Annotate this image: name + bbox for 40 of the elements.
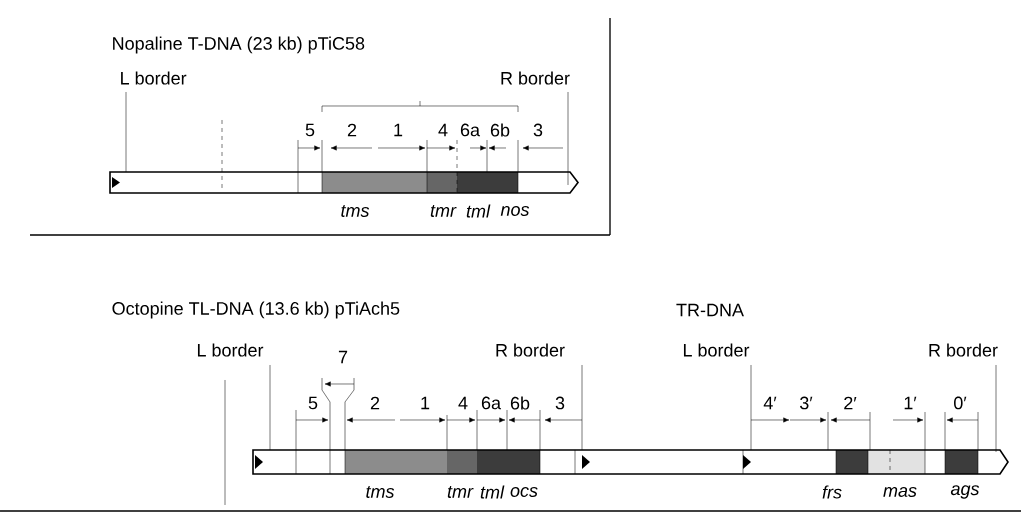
gene-name: ocs xyxy=(510,487,538,497)
gene-name: ags xyxy=(950,485,980,499)
gene-number: 2 xyxy=(347,123,357,137)
gene-number: 3′ xyxy=(800,396,813,410)
gene-name: nos xyxy=(500,206,530,216)
gene-name: mas xyxy=(883,487,917,497)
heading: Nopaline T-DNA (23 kb) pTiC58 xyxy=(113,36,365,54)
border-label: L border xyxy=(197,343,264,357)
gene-name: tml xyxy=(480,485,505,499)
gene-number: 2 xyxy=(370,396,380,410)
border-label: R border xyxy=(496,343,565,357)
gene-number: 3 xyxy=(533,123,543,137)
gene-number: 7 xyxy=(338,350,348,364)
gene-number: 1 xyxy=(421,396,430,410)
heading: Octopine TL-DNA (13.6 kb) pTiAch5 xyxy=(112,301,400,319)
border-label: L border xyxy=(121,71,187,85)
gene-number: 6b xyxy=(510,396,530,410)
gene-number: 6a xyxy=(481,396,501,410)
border-label: R border xyxy=(501,71,570,85)
gene-number: 6a xyxy=(460,123,480,137)
gene-name: frs xyxy=(822,485,842,499)
heading: TR-DNA xyxy=(676,303,744,317)
gene-number: 5 xyxy=(305,123,315,137)
gene-number: 4′ xyxy=(763,396,777,410)
gene-number: 1 xyxy=(394,123,403,137)
gene-number: 6b xyxy=(490,123,510,137)
gene-number: 4 xyxy=(438,123,448,137)
border-label: L border xyxy=(683,343,750,357)
gene-name: tmr xyxy=(430,205,457,217)
gene-name: tms xyxy=(366,486,395,498)
gene-name: tml xyxy=(466,204,491,218)
gene-number: 1′ xyxy=(904,396,917,410)
gene-number: 3 xyxy=(555,396,565,410)
gene-number: 0′ xyxy=(954,396,967,410)
gene-name: tms xyxy=(341,205,370,217)
gene-name: tmr xyxy=(447,486,474,498)
gene-number: 5 xyxy=(308,396,318,410)
border-label: R border xyxy=(929,343,998,357)
gene-number: 4 xyxy=(458,396,468,410)
gene-number: 2′ xyxy=(844,396,857,410)
